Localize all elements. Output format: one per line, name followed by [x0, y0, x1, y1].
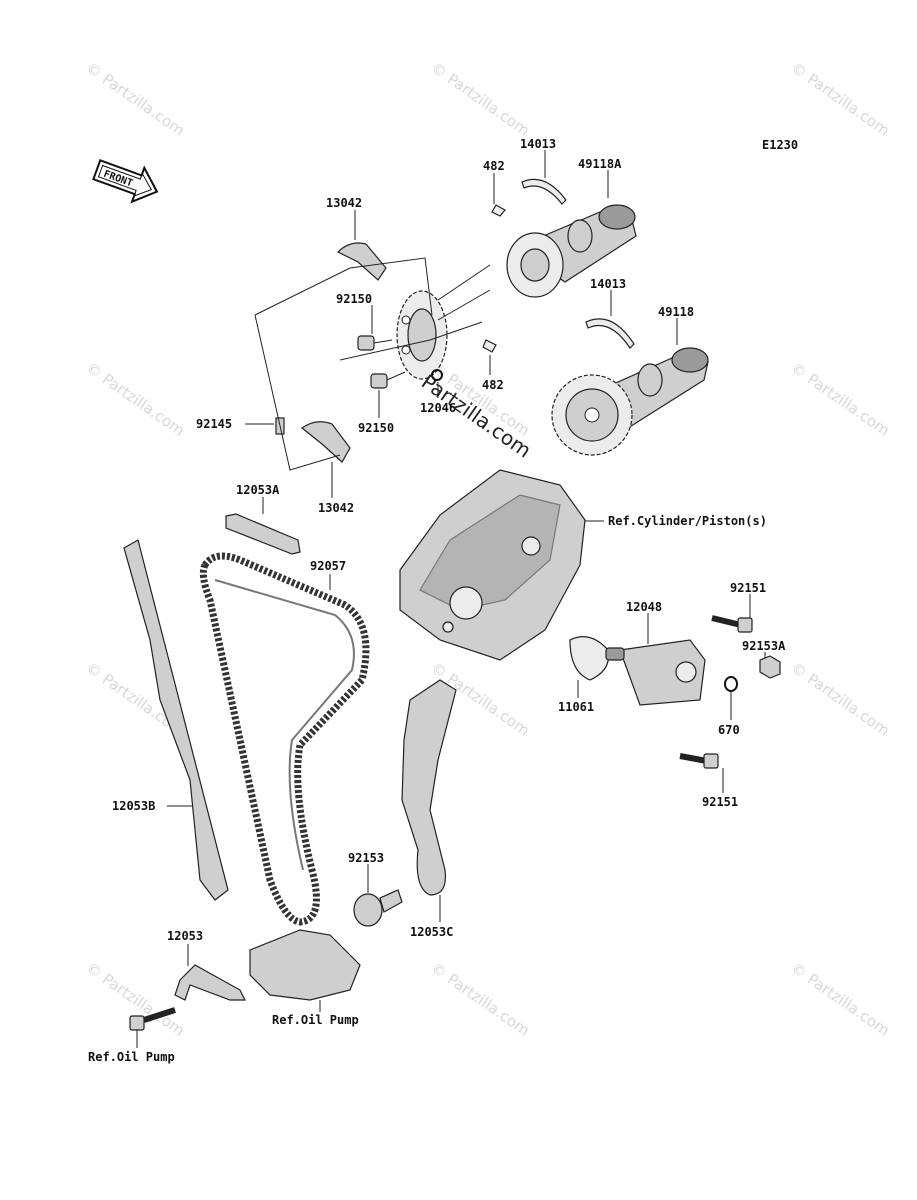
bolt-92151-bottom [679, 753, 719, 769]
guide-12053A [225, 513, 301, 555]
label-12053: 12053 [167, 929, 203, 943]
label-12046: 12046 [420, 401, 456, 415]
assembly-outline [254, 257, 433, 471]
part-labels: 14013 49118A 482 13042 92150 14013 49118… [88, 137, 786, 1064]
label-670: 670 [718, 723, 740, 737]
label-92151-top: 92151 [730, 581, 766, 595]
label-12053A: 12053A [236, 483, 280, 497]
lever-13042-bottom [301, 421, 351, 463]
label-13042-bottom: 13042 [318, 501, 354, 515]
label-12048: 12048 [626, 600, 662, 614]
label-49118: 49118 [658, 305, 694, 319]
bolt-92153 [353, 889, 403, 927]
label-ref-oil-pump-1: Ref.Oil Pump [272, 1013, 359, 1027]
label-13042-top: 13042 [326, 196, 362, 210]
label-12053C: 12053C [410, 925, 453, 939]
guide-12053C [401, 679, 457, 896]
label-ref-oil-pump-2: Ref.Oil Pump [88, 1050, 175, 1064]
label-11061: 11061 [558, 700, 594, 714]
watermark-text: © Partzilla.com [788, 59, 893, 140]
bolt-92150-top [357, 335, 393, 351]
label-49118A: 49118A [578, 157, 622, 171]
bracket-12053 [174, 964, 246, 1001]
nut-92153A [759, 655, 781, 679]
watermark-text: © Partzilla.com [788, 359, 893, 440]
cam-sprocket [396, 290, 448, 380]
bolt-oil-pump [129, 1007, 176, 1031]
watermark-text: © Partzilla.com [428, 59, 533, 140]
label-482-top: 482 [483, 159, 505, 173]
guide-12053B [123, 539, 229, 901]
clip-482-bottom [482, 339, 497, 353]
label-92057: 92057 [310, 559, 346, 573]
label-92151-bottom: 92151 [702, 795, 738, 809]
label-92150-bottom: 92150 [358, 421, 394, 435]
chain-inner-guide [214, 579, 355, 871]
camshaft-exhaust [506, 204, 637, 298]
clip-482-top [491, 204, 506, 217]
label-92150-top: 92150 [336, 292, 372, 306]
tensioner-12048 [605, 639, 706, 706]
leader-lines [136, 150, 766, 1048]
bolt-92150-bottom [370, 371, 406, 389]
label-92145: 92145 [196, 417, 232, 431]
watermark-text: © Partzilla.com [788, 959, 893, 1040]
label-482-bottom: 482 [482, 378, 504, 392]
watermark-text: © Partzilla.com [428, 959, 533, 1040]
label-ref-cylinder: Ref.Cylinder/Piston(s) [608, 514, 767, 528]
cylinder-head [399, 469, 586, 661]
label-14013-top: 14013 [520, 137, 556, 151]
lever-13042-top [336, 242, 387, 281]
cam-chain-92057 [199, 552, 370, 926]
diagram-code: E1230 [762, 138, 798, 152]
gasket-11061 [569, 636, 610, 681]
exploded-lines [339, 264, 491, 361]
front-arrow-icon: FRONT [92, 159, 159, 204]
bolt-92151-top [711, 615, 753, 633]
watermark-text: © Partzilla.com [788, 659, 893, 740]
o-ring-670 [724, 676, 738, 692]
sprocket-marker [431, 369, 443, 381]
watermark-text: © Partzilla.com [83, 59, 188, 140]
label-92153A: 92153A [742, 639, 786, 653]
half-ring-top [521, 178, 567, 205]
watermark-text: © Partzilla.com [83, 359, 188, 440]
label-12053B: 12053B [112, 799, 155, 813]
half-ring-mid [585, 318, 635, 349]
camshaft-intake [551, 347, 709, 456]
label-92153: 92153 [348, 851, 384, 865]
label-14013-mid: 14013 [590, 277, 626, 291]
oil-pump [249, 929, 361, 1001]
